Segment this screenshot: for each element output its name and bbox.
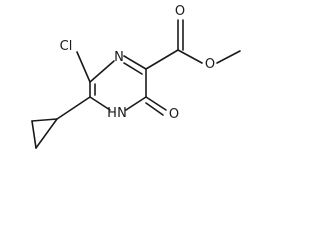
bond-c2-carbonyl bbox=[145, 49, 179, 70]
bond-lines bbox=[31, 19, 241, 149]
atom-labels: Cl N N H O O O bbox=[60, 4, 215, 122]
bond-c3-o bbox=[145, 96, 167, 111]
bond-c3-o-double bbox=[145, 102, 164, 116]
bond-c3-n4 bbox=[125, 96, 147, 111]
bond-carbonyl-oester bbox=[177, 49, 203, 64]
atom-label-hydrogen: H bbox=[107, 106, 117, 121]
atom-label-oxygen-ester: O bbox=[205, 57, 215, 72]
bond-c6-cl bbox=[76, 51, 91, 83]
bond-c5-cyclopropyl bbox=[56, 96, 91, 120]
molecule-structure-diagram: Cl N N H O O O bbox=[31, 4, 241, 149]
bond-oester-methyl bbox=[216, 50, 241, 64]
atom-label-chlorine: Cl bbox=[60, 39, 73, 54]
atom-label-oxygen-ring: O bbox=[169, 107, 179, 122]
bond-n1-c2 bbox=[123, 55, 147, 70]
bond-cyclopropyl-a bbox=[31, 118, 58, 122]
atom-label-nitrogen-bottom: N bbox=[117, 106, 127, 121]
atom-label-oxygen-carbonyl: O bbox=[175, 4, 185, 19]
bond-cyclopropyl-b bbox=[35, 118, 58, 149]
bond-n1-c2-double bbox=[123, 62, 143, 75]
bond-n4-c5 bbox=[89, 96, 111, 111]
bond-cyclopropyl-c bbox=[31, 120, 37, 149]
bond-c6-n1 bbox=[89, 60, 115, 83]
atom-label-nitrogen-top: N bbox=[114, 50, 124, 65]
